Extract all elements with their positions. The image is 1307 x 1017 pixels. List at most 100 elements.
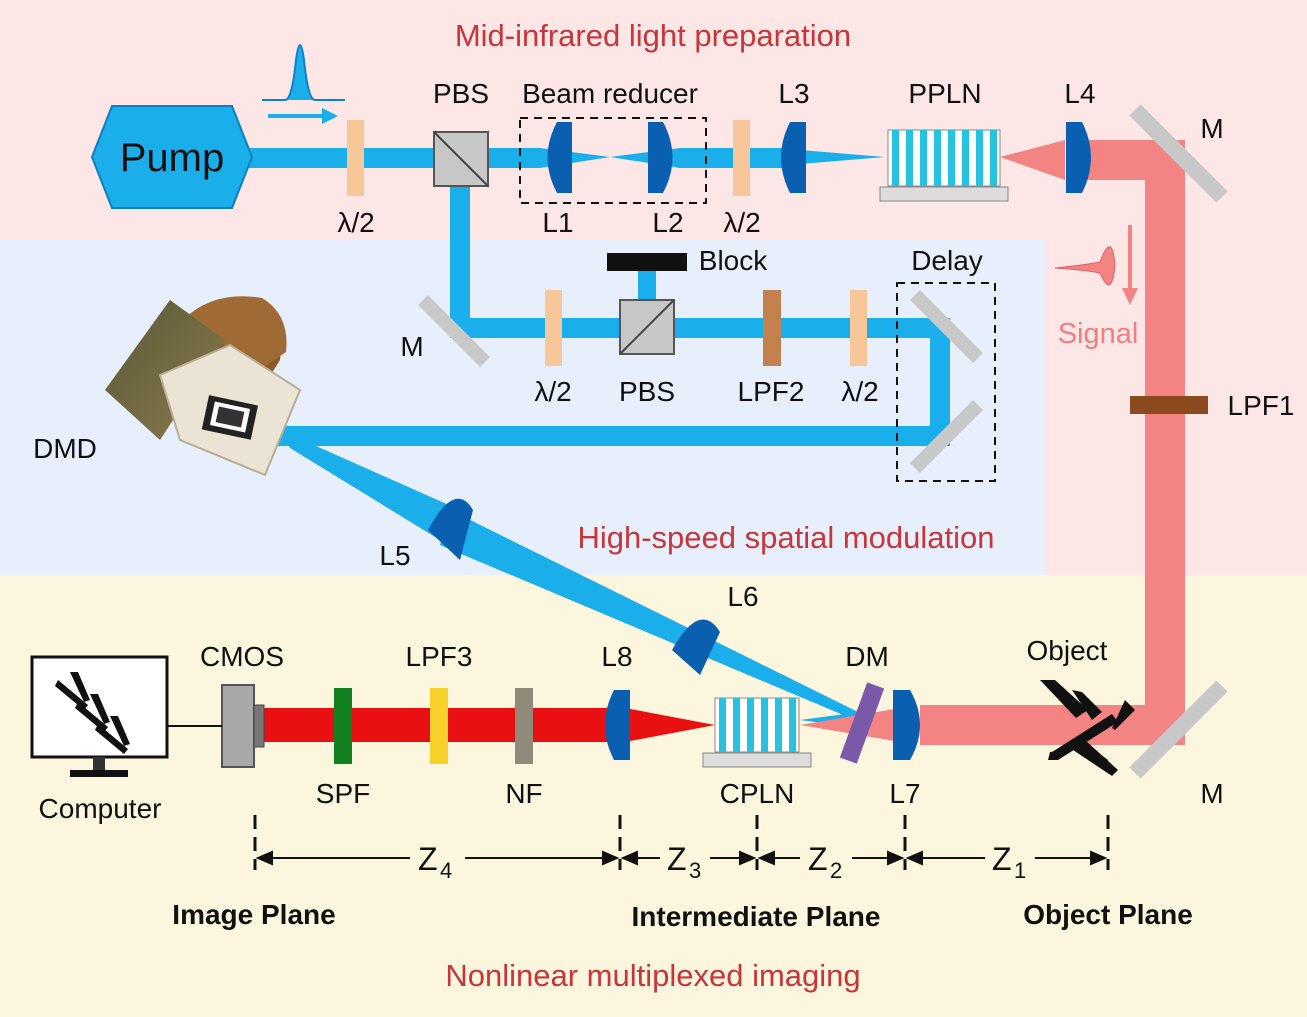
delay-label: Delay [911, 245, 983, 276]
beam-reducer-label: Beam reducer [522, 78, 698, 109]
beam-reducer-box [519, 117, 707, 204]
lens-l7 [893, 690, 920, 760]
pump-beam-down [450, 185, 470, 335]
distance-z3-label: Z [667, 841, 687, 877]
signal-beam-from-ppln [1000, 140, 1065, 180]
short-pass-filter [334, 688, 352, 764]
pbs-top-diagonal [433, 131, 489, 187]
delay-mirror-upper [910, 290, 983, 363]
pump-beam-to-dmd [270, 426, 950, 446]
intermediate-plane-label: Intermediate Plane [632, 901, 881, 932]
long-pass-filter-2 [763, 290, 781, 366]
lens-l4 [1066, 122, 1091, 193]
mirror-bottom-right [1129, 680, 1228, 779]
mirror-top-right [1129, 104, 1228, 203]
l1-label: L1 [542, 207, 573, 238]
long-pass-filter-3 [430, 688, 448, 764]
pump-beam-main [245, 148, 540, 168]
delay-box [896, 282, 996, 482]
signal-label: Signal [1058, 318, 1139, 350]
cmos-label: CMOS [200, 641, 284, 672]
l3-label: L3 [778, 78, 809, 109]
computer-stand [93, 757, 105, 771]
lpf2-label: LPF2 [738, 376, 805, 407]
hwp4-label: λ/2 [841, 376, 878, 407]
object-plane-label: Object Plane [1023, 899, 1193, 930]
lens-l2 [648, 122, 673, 193]
nf-label: NF [505, 778, 542, 809]
mirror-bottom-label: M [1200, 778, 1223, 809]
image-plane-label: Image Plane [172, 899, 335, 930]
spf-label: SPF [316, 778, 370, 809]
long-pass-filter-1 [1130, 396, 1208, 414]
half-wave-plate-3 [545, 290, 562, 366]
l8-label: L8 [601, 641, 632, 672]
lpf3-label: LPF3 [406, 641, 473, 672]
section-label-mid-infrared: Mid-infrared light preparation [455, 18, 851, 53]
half-wave-plate-2 [733, 120, 750, 196]
pump-beam-delay [930, 318, 950, 446]
cpln-stripes [719, 698, 796, 752]
ppln-mount [879, 186, 1009, 202]
delay-mirror-lower [910, 400, 983, 473]
ppln-crystal [887, 129, 1001, 187]
beam-block [607, 253, 687, 271]
dm-label: DM [845, 641, 889, 672]
distance-z2-sub: 2 [830, 858, 842, 883]
signal-arrowhead-icon [1122, 288, 1138, 305]
pbs-top-label: PBS [433, 78, 489, 109]
pbs-mid-label: PBS [619, 376, 675, 407]
half-wave-plate-1 [347, 120, 364, 196]
cpln-label: CPLN [720, 778, 795, 809]
distance-z1-sub: 1 [1014, 858, 1026, 883]
pump-beam-block [638, 268, 656, 308]
beam-l5-to-dm [440, 510, 858, 720]
distance-z3-sub: 3 [689, 858, 701, 883]
signal-beam-bottom [920, 705, 1185, 745]
half-wave-plate-4 [850, 290, 867, 366]
lpf1-label: LPF1 [1228, 390, 1295, 421]
section-label-nonlinear-imaging: Nonlinear multiplexed imaging [445, 958, 860, 993]
l2-label: L2 [652, 207, 683, 238]
l6-label: L6 [727, 581, 758, 612]
computer-label: Computer [39, 793, 162, 824]
notch-filter [515, 688, 533, 764]
pump-arrowhead-icon [322, 108, 338, 124]
lens-l6 [672, 619, 720, 675]
l4-label: L4 [1064, 78, 1095, 109]
pump-pulse-icon [262, 44, 345, 101]
cmos-camera [221, 684, 255, 768]
cpln-mount [702, 752, 812, 768]
object-label: Object [1027, 635, 1108, 666]
computer-base [70, 770, 128, 777]
lens-l1 [547, 122, 572, 193]
mirror-top-label: M [1200, 113, 1223, 144]
computer-screen-images-icon [55, 672, 130, 754]
ppln-stripes [892, 130, 997, 186]
distance-ticks [253, 815, 1110, 870]
cpln-crystal [714, 697, 800, 753]
signal-pulse-icon [1054, 246, 1116, 286]
distance-z1-label: Z [992, 841, 1012, 877]
pbs-mid-diagonal [619, 299, 675, 355]
distance-z2-label: Z [808, 841, 828, 877]
dichroic-mirror [839, 682, 885, 764]
pump-source [90, 105, 254, 209]
upconverted-focus [625, 708, 715, 742]
block-label: Block [699, 245, 768, 276]
distance-z4-label: Z [418, 841, 438, 877]
dmd-device-icon [105, 296, 302, 477]
l5-label: L5 [379, 540, 410, 571]
mirror-left [418, 295, 490, 367]
lens-l8 [605, 690, 630, 760]
hwp3-label: λ/2 [534, 376, 571, 407]
distance-z4-sub: 4 [440, 858, 452, 883]
mirror-left-label: M [400, 331, 423, 362]
pump-focus-ppln [800, 150, 885, 164]
beam-dmd-to-l5 [280, 430, 460, 540]
section-label-spatial-modulation: High-speed spatial modulation [577, 520, 994, 555]
lens-l5 [428, 498, 473, 560]
pump-label: Pump [120, 136, 225, 180]
dmd-label: DMD [33, 433, 97, 464]
